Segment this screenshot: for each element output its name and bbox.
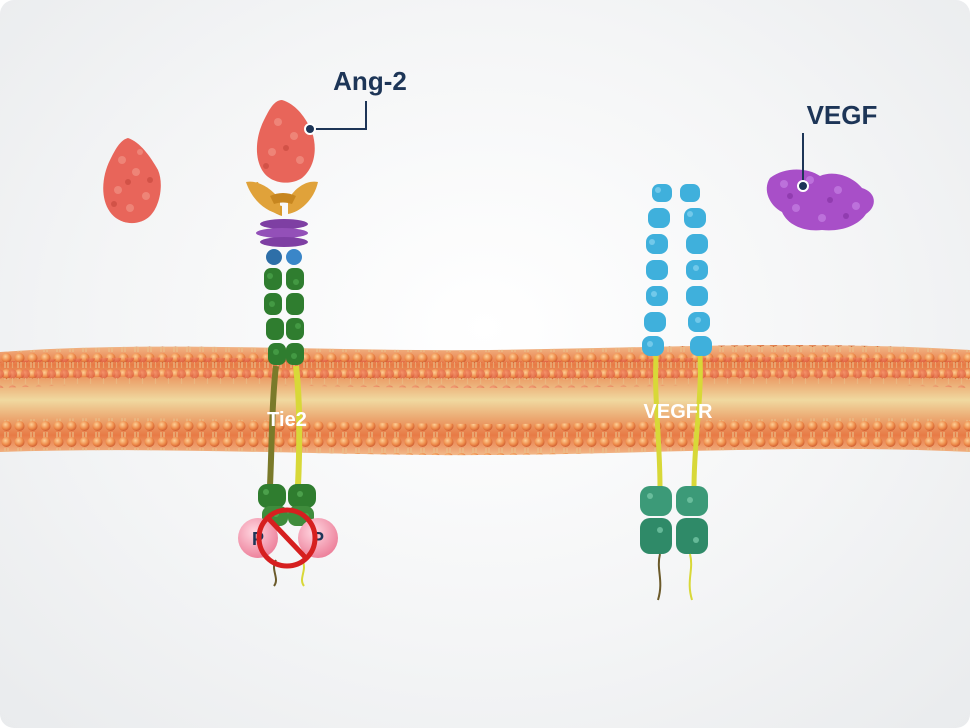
vegf-callout: VEGF <box>797 100 878 192</box>
ang2-protein-bound <box>256 100 315 183</box>
phosphate-right: P <box>298 518 338 558</box>
ang2-label: Ang-2 <box>333 66 407 96</box>
ang2-protein-free <box>103 138 161 224</box>
cell-membrane <box>0 345 970 456</box>
ang2-callout: Ang-2 <box>304 66 407 135</box>
tie2-label: Tie2 <box>267 409 307 431</box>
inhibition-icon <box>256 507 318 569</box>
vegfr-receptor <box>640 184 712 601</box>
vegf-label: VEGF <box>807 100 878 130</box>
vegf-protein <box>766 169 874 231</box>
vegfr-label: VEGFR <box>644 401 713 423</box>
tie2-receptor: P P <box>238 100 338 587</box>
